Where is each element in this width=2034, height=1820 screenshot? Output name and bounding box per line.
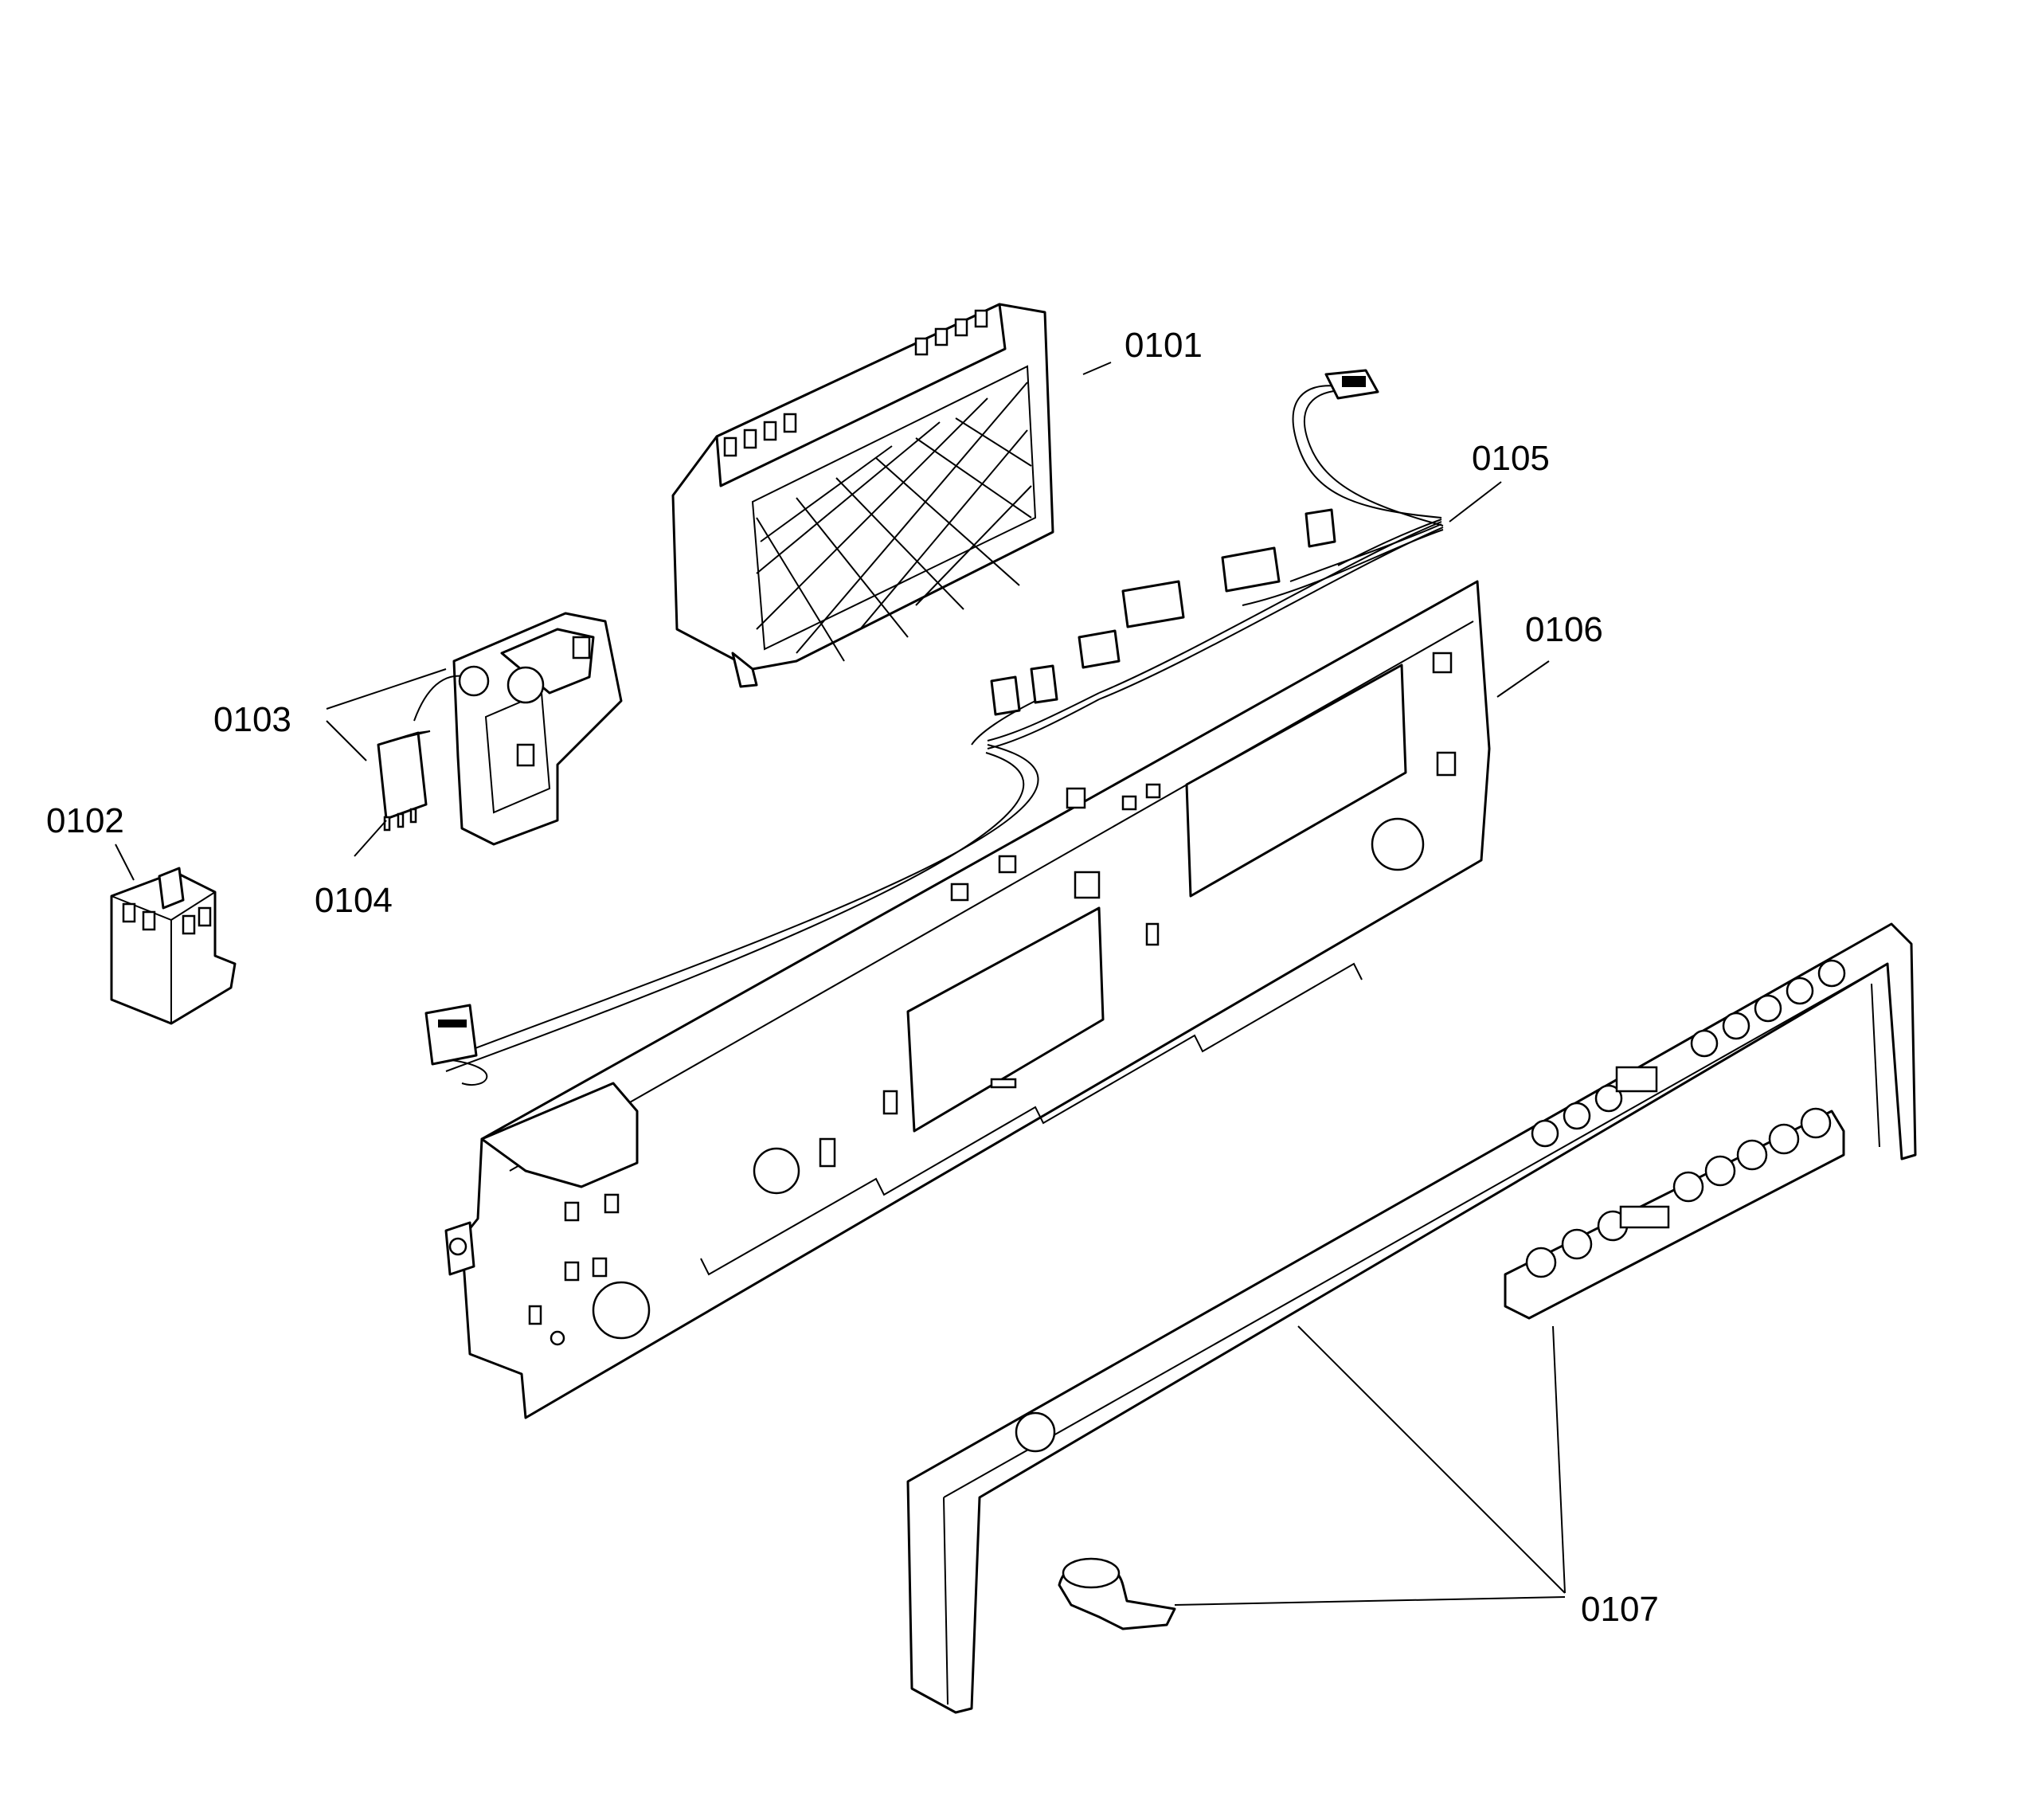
callout-labels: 0101 0102 0103 0104 0105 0106 0107 [46, 326, 1659, 1629]
callout-0107: 0107 [1581, 1590, 1659, 1629]
callout-0106: 0106 [1525, 610, 1603, 649]
part-0101-control-module[interactable] [671, 303, 1054, 688]
part-0105-wiring-harness[interactable] [424, 369, 1444, 1086]
part-0103-switch-assembly[interactable] [413, 612, 623, 846]
callout-0102: 0102 [46, 801, 124, 840]
callout-0104: 0104 [315, 881, 393, 920]
part-0104-relay[interactable] [377, 730, 431, 832]
part-0107-fascia-trim[interactable] [906, 922, 1917, 1714]
callout-0103: 0103 [213, 700, 291, 739]
callout-0105: 0105 [1472, 439, 1550, 478]
leader-lines [115, 362, 1566, 1606]
part-0102-terminal-block[interactable] [110, 867, 237, 1025]
callout-0101: 0101 [1125, 326, 1203, 365]
part-0106-control-panel-frame[interactable] [444, 580, 1491, 1419]
